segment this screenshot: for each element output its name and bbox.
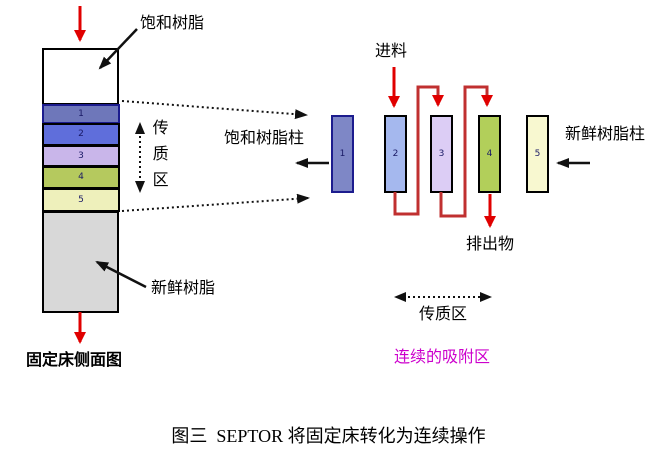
carousel-column-2: 2 bbox=[384, 115, 407, 193]
column-number: 3 bbox=[438, 148, 445, 159]
column-number: 2 bbox=[392, 148, 399, 159]
mtz-v-arrowhead-bottom bbox=[135, 181, 145, 193]
fixed-bed-side-view-label: 固定床侧面图 bbox=[26, 352, 123, 369]
carousel-column-1: 1 bbox=[331, 115, 354, 193]
fixed-bed-band-3: 3 bbox=[42, 145, 120, 167]
fixed-bed-band-2: 2 bbox=[42, 123, 120, 146]
zoom-fan-bottom-dotted-line bbox=[121, 193, 310, 212]
band-number: 3 bbox=[78, 150, 84, 161]
continuous-adsorption-zone-label: 连续的吸附区 bbox=[394, 349, 491, 366]
mass-transfer-zone-horizontal-label: 传质区 bbox=[419, 306, 468, 323]
figure-caption: 图三 SEPTOR 将固定床转化为连续操作 bbox=[171, 426, 486, 446]
column-number: 4 bbox=[486, 148, 493, 159]
mtz-h-arrowhead-left bbox=[394, 292, 406, 302]
zoom-fan-top-dotted-line bbox=[121, 100, 308, 120]
fresh-resin-column-label: 新鲜树脂柱 bbox=[565, 126, 646, 143]
mtz-v-arrowhead-top bbox=[135, 122, 145, 134]
saturated-resin-label: 饱和树脂 bbox=[140, 15, 205, 32]
band-number: 5 bbox=[78, 194, 84, 205]
band-number: 4 bbox=[78, 172, 84, 182]
fixed-bed-band-5: 5 bbox=[42, 188, 120, 212]
mtz-h-arrowhead-right bbox=[480, 292, 492, 302]
fixed-bed-band-4: 4 bbox=[42, 166, 120, 189]
saturated-resin-column-label: 饱和树脂柱 bbox=[224, 130, 305, 147]
band-number: 1 bbox=[78, 108, 84, 119]
fixed-bed-fresh-resin-section bbox=[42, 211, 119, 313]
fixed-bed-band-1: 1 bbox=[42, 104, 120, 124]
fresh-resin-label: 新鲜树脂 bbox=[151, 280, 216, 297]
mass-transfer-zone-vertical-label: 传质区 bbox=[149, 119, 167, 197]
effluent-label: 排出物 bbox=[466, 236, 515, 253]
carousel-column-5: 5 bbox=[526, 115, 549, 193]
feed-label: 进料 bbox=[375, 43, 408, 60]
band-number: 2 bbox=[78, 129, 84, 139]
carousel-column-3: 3 bbox=[430, 115, 453, 193]
carousel-column-4: 4 bbox=[478, 115, 501, 193]
column-number: 5 bbox=[534, 148, 541, 159]
column-number: 1 bbox=[339, 148, 346, 159]
fixed-bed-top-section bbox=[42, 48, 119, 105]
